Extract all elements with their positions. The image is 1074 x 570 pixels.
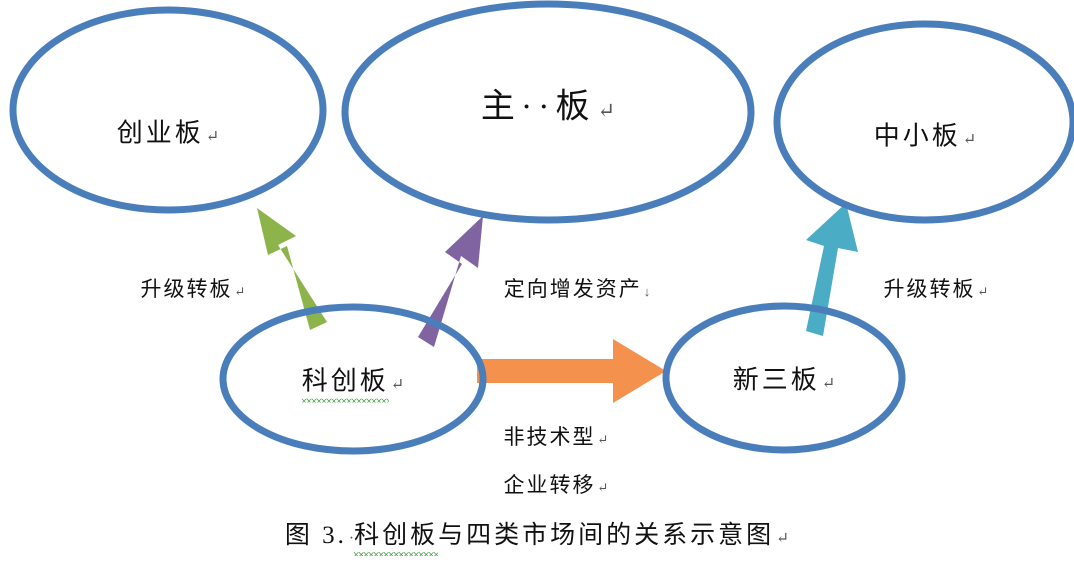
node-kechuangban-ellipse[interactable] [219,303,487,455]
node-xinsanban-ellipse[interactable] [662,302,906,454]
node-chuangyeban-ellipse[interactable] [9,6,327,214]
pilcrow-mark: ↓ [643,284,651,299]
space-mark: · [348,530,355,547]
arrow-kechuangban-to-chuangyeban [257,208,327,330]
arrow-xinsanban-to-zhongxiaoban [806,203,858,336]
pilcrow-mark: ↵ [977,284,989,299]
caption-prefix: 图 3. [284,522,347,549]
arrow-kechuangban-to-zhuban [418,216,483,347]
pilcrow-mark: ↵ [597,432,609,447]
pilcrow-mark: ↵ [234,284,246,299]
node-zhuban-ellipse[interactable] [341,0,755,224]
caption-rest: 与四类市场间的关系示意图 [438,522,775,549]
node-zhongxiaoban-ellipse[interactable] [773,20,1074,224]
pilcrow-mark: ↵ [776,530,790,547]
figure-caption: 图 3.·科创板与四类市场间的关系示意图↵ [284,515,790,556]
edge-label-non-tech-line1: 非技术型↵ [504,421,609,451]
edge-label-upgrade-to-chuangyeban: 升级转板↵ [141,273,246,303]
edge-text: 升级转板 [140,277,233,301]
edge-text: 非技术型 [503,425,596,449]
pilcrow-mark: ↵ [597,480,609,495]
edge-text: 定向增发资产 [503,277,642,301]
edge-text: 升级转板 [883,277,976,301]
edge-label-upgrade-to-zhongxiaoban: 升级转板↵ [884,273,989,303]
edge-label-private-placement: 定向增发资产↓ [504,273,651,303]
edge-text: 企业转移 [503,473,596,497]
edge-label-non-tech-line2: 企业转移↵ [504,469,609,499]
arrow-kechuangban-to-xinsanban [477,339,666,403]
caption-term: 科创板 [354,515,439,556]
